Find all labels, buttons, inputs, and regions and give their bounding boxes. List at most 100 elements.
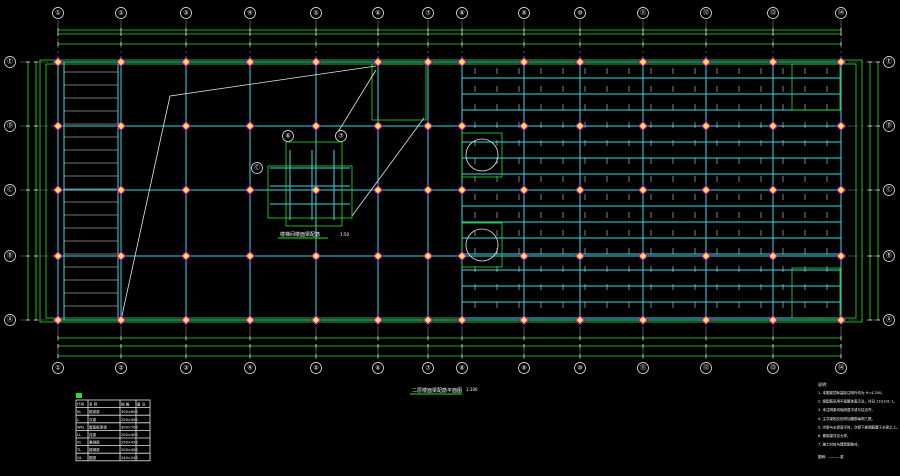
column (456, 314, 468, 326)
column (835, 250, 847, 262)
column (180, 120, 192, 132)
column (574, 184, 586, 196)
outer-frame (39, 59, 863, 323)
axis-bubble-top-label: ⑫ (703, 9, 709, 17)
notes-item: 6. 悬挑梁详见大样。 (818, 433, 850, 438)
axis-bubble-right-label: Ⓐ (886, 316, 892, 324)
column (637, 184, 649, 196)
column (767, 56, 779, 68)
detail-bubble (251, 162, 263, 174)
legend-cell: 圈梁 (89, 455, 97, 460)
axis-bubble-left-label: Ⓐ (7, 316, 13, 324)
column (244, 120, 256, 132)
column (637, 314, 649, 326)
axis-bubble-bottom-label: ⑫ (703, 364, 709, 372)
axis-bubble-left (4, 184, 16, 196)
column (518, 250, 530, 262)
leader-line (120, 65, 377, 321)
axis-bubble-top-label: ⑥ (375, 10, 380, 17)
axis-bubble-top (574, 7, 586, 19)
axis-bubble-right-label: Ⓑ (886, 252, 892, 260)
legend-cell: 240×240 (121, 456, 138, 460)
axis-bubble-top (637, 7, 649, 19)
column (767, 120, 779, 132)
axis-bubble-right (883, 120, 895, 132)
column (372, 314, 384, 326)
column (310, 120, 322, 132)
legend-cell: 250×450 (121, 441, 138, 445)
column (422, 120, 434, 132)
column (422, 314, 434, 326)
axis-bubble-top (372, 7, 384, 19)
detail-title: 楼梯间楼面梁配筋 (280, 231, 320, 238)
column (700, 120, 712, 132)
notes-heading: 说明： (818, 381, 830, 387)
corner-box-bottom (791, 267, 841, 319)
column (180, 56, 192, 68)
axis-bubble-top (518, 7, 530, 19)
column (244, 250, 256, 262)
legend-cell: L (77, 418, 79, 422)
axis-bubble-left (4, 250, 16, 262)
axis-bubble-top (180, 7, 192, 19)
axis-bubble-bottom (835, 362, 847, 374)
axis-bubble-left (4, 314, 16, 326)
legend-cell: 框架梁 (89, 409, 100, 414)
axis-bubble-right-label: Ⓓ (886, 122, 892, 130)
legend-cell: TL (76, 448, 81, 452)
axis-bubble-bottom-label: ⑤ (313, 365, 318, 372)
axis-bubble-top-label: ⑧ (459, 10, 464, 17)
column (310, 250, 322, 262)
axis-bubble-top-label: ⑦ (425, 10, 431, 17)
beam-lines (57, 61, 842, 321)
axis-bubble-top-label: ⑨ (521, 10, 526, 17)
legend-table-flag (76, 393, 82, 398)
column (835, 56, 847, 68)
column (310, 314, 322, 326)
legend-header-cell: 规 格 (121, 402, 130, 407)
axis-bubble-top (115, 7, 127, 19)
column (637, 56, 649, 68)
axis-bubble-bottom-label: ⑥ (375, 365, 380, 372)
opening-circle (465, 138, 499, 172)
column (700, 250, 712, 262)
notes-item: 4. 主次梁相交处附加箍筋每侧三根。 (818, 416, 875, 421)
dimension-lines (26, 28, 880, 358)
axis-bubble-left-label: Ⓓ (7, 122, 13, 130)
column (115, 250, 127, 262)
axis-bubble-top (456, 7, 468, 19)
column (456, 120, 468, 132)
column (518, 120, 530, 132)
column (115, 184, 127, 196)
legend-cell: XL (77, 441, 81, 445)
axis-bubble-top-label: ⑪ (640, 9, 646, 17)
main-scale: 1:100 (466, 387, 478, 392)
column (52, 120, 64, 132)
axis-bubble-top-label: ⑬ (770, 9, 776, 17)
axis-bubble-top (835, 7, 847, 19)
axis-bubble-top-label: ③ (183, 10, 188, 17)
column (835, 184, 847, 196)
column (422, 184, 434, 196)
column (574, 56, 586, 68)
notes-item: 1. 本图梁顶标高除注明外均为 H=4.200。 (818, 390, 885, 395)
column (456, 56, 468, 68)
axis-bubble-bottom-label: ⑨ (521, 365, 526, 372)
axis-bubble-bottom (244, 362, 256, 374)
axis-bubble-right (883, 314, 895, 326)
legend-cell: 300×700 (121, 425, 138, 429)
detail-bubble-label: Ⓒ (254, 164, 260, 172)
axis-bubble-top-label: ④ (247, 10, 252, 17)
legend-cell: KL (77, 410, 81, 414)
axis-bubble-right-label: Ⓔ (886, 58, 892, 66)
opening-box (461, 222, 503, 268)
leader-line (337, 69, 377, 133)
detail-bubble-label: ⑦ (338, 133, 344, 140)
column (518, 184, 530, 196)
legend-cell: 300×600 (121, 410, 138, 414)
column (835, 120, 847, 132)
legend-cell: 200×400 (121, 433, 138, 437)
axis-bubble-bottom (700, 362, 712, 374)
column (52, 250, 64, 262)
